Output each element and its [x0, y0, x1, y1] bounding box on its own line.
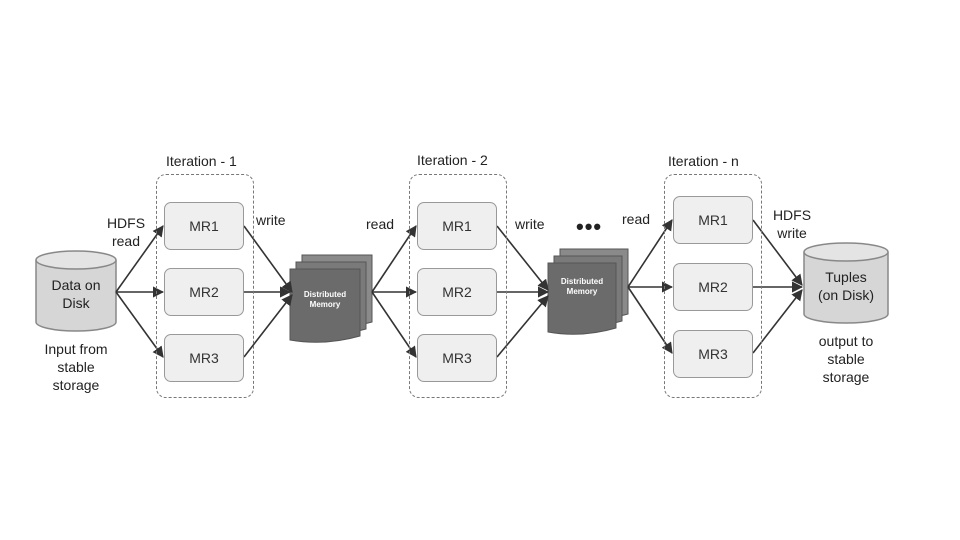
memory-2-label-line1: Distributed [560, 277, 604, 286]
sink-caption-line3: storage [822, 369, 870, 386]
distributed-memory-2 [547, 248, 629, 335]
iteration-2-mr2: MR2 [417, 268, 497, 316]
iteration-n-mr2: MR2 [673, 263, 753, 311]
sink-disk-label-line1: Tuples [825, 269, 867, 285]
iteration-2-title: Iteration - 2 [417, 152, 488, 168]
source-caption-line1: Input from [44, 341, 108, 357]
sink-caption-line2: stable [827, 351, 865, 368]
write-1-label: write [256, 212, 286, 228]
write-2-label: write [515, 216, 545, 232]
source-disk-label-line1: Data on [51, 277, 101, 293]
sink-disk-label-line2: (on Disk) [817, 287, 874, 304]
distributed-memory-1 [289, 254, 373, 343]
iteration-2-box [409, 174, 507, 398]
source-disk-label-line2: Disk [62, 295, 90, 312]
sink-disk [803, 242, 889, 324]
hdfs-read-label-line1: HDFS [106, 215, 146, 231]
iteration-1-title: Iteration - 1 [166, 153, 237, 169]
arrows-iter1-to-memory [243, 225, 293, 358]
iteration-1-mr2: MR2 [164, 268, 244, 316]
read-n-label: read [622, 211, 651, 227]
arrows-iter2-to-memory [496, 225, 550, 358]
source-disk-label: Data on Disk [36, 276, 116, 312]
memory-2-label-line2: Memory [566, 287, 598, 296]
iteration-2-mr3: MR3 [417, 334, 497, 382]
source-caption: Input from stable storage [26, 340, 126, 395]
iteration-1-mr3: MR3 [164, 334, 244, 382]
source-caption-line3: storage [52, 377, 100, 394]
memory-2-label: Distributed Memory [548, 277, 616, 297]
source-caption-line2: stable [57, 359, 95, 376]
hdfs-write-label-line1: HDFS [772, 207, 812, 223]
arrows-memory-to-iter2 [371, 225, 418, 358]
memory-1-label-line1: Distributed [303, 290, 347, 299]
arrows-source-to-iter1 [115, 225, 165, 358]
source-disk [35, 250, 117, 332]
iteration-n-mr1: MR1 [673, 196, 753, 244]
ellipsis-indicator: ••• [576, 214, 603, 239]
hdfs-read-label-line2: read [111, 233, 141, 250]
hdfs-read-label: HDFS read [104, 214, 148, 250]
iteration-n-box [664, 174, 762, 398]
hdfs-write-label: HDFS write [770, 206, 814, 242]
iteration-n-title: Iteration - n [668, 153, 739, 169]
hdfs-write-label-line2: write [777, 225, 807, 242]
memory-1-label: Distributed Memory [290, 290, 360, 310]
sink-caption: output to stable storage [796, 332, 896, 387]
sink-disk-label: Tuples (on Disk) [804, 268, 888, 304]
iteration-1-box [156, 174, 254, 398]
sink-caption-line1: output to [818, 333, 874, 349]
iteration-n-mr3: MR3 [673, 330, 753, 378]
read-2-label: read [366, 216, 395, 232]
iteration-2-mr1: MR1 [417, 202, 497, 250]
iteration-1-mr1: MR1 [164, 202, 244, 250]
memory-1-label-line2: Memory [309, 300, 341, 309]
